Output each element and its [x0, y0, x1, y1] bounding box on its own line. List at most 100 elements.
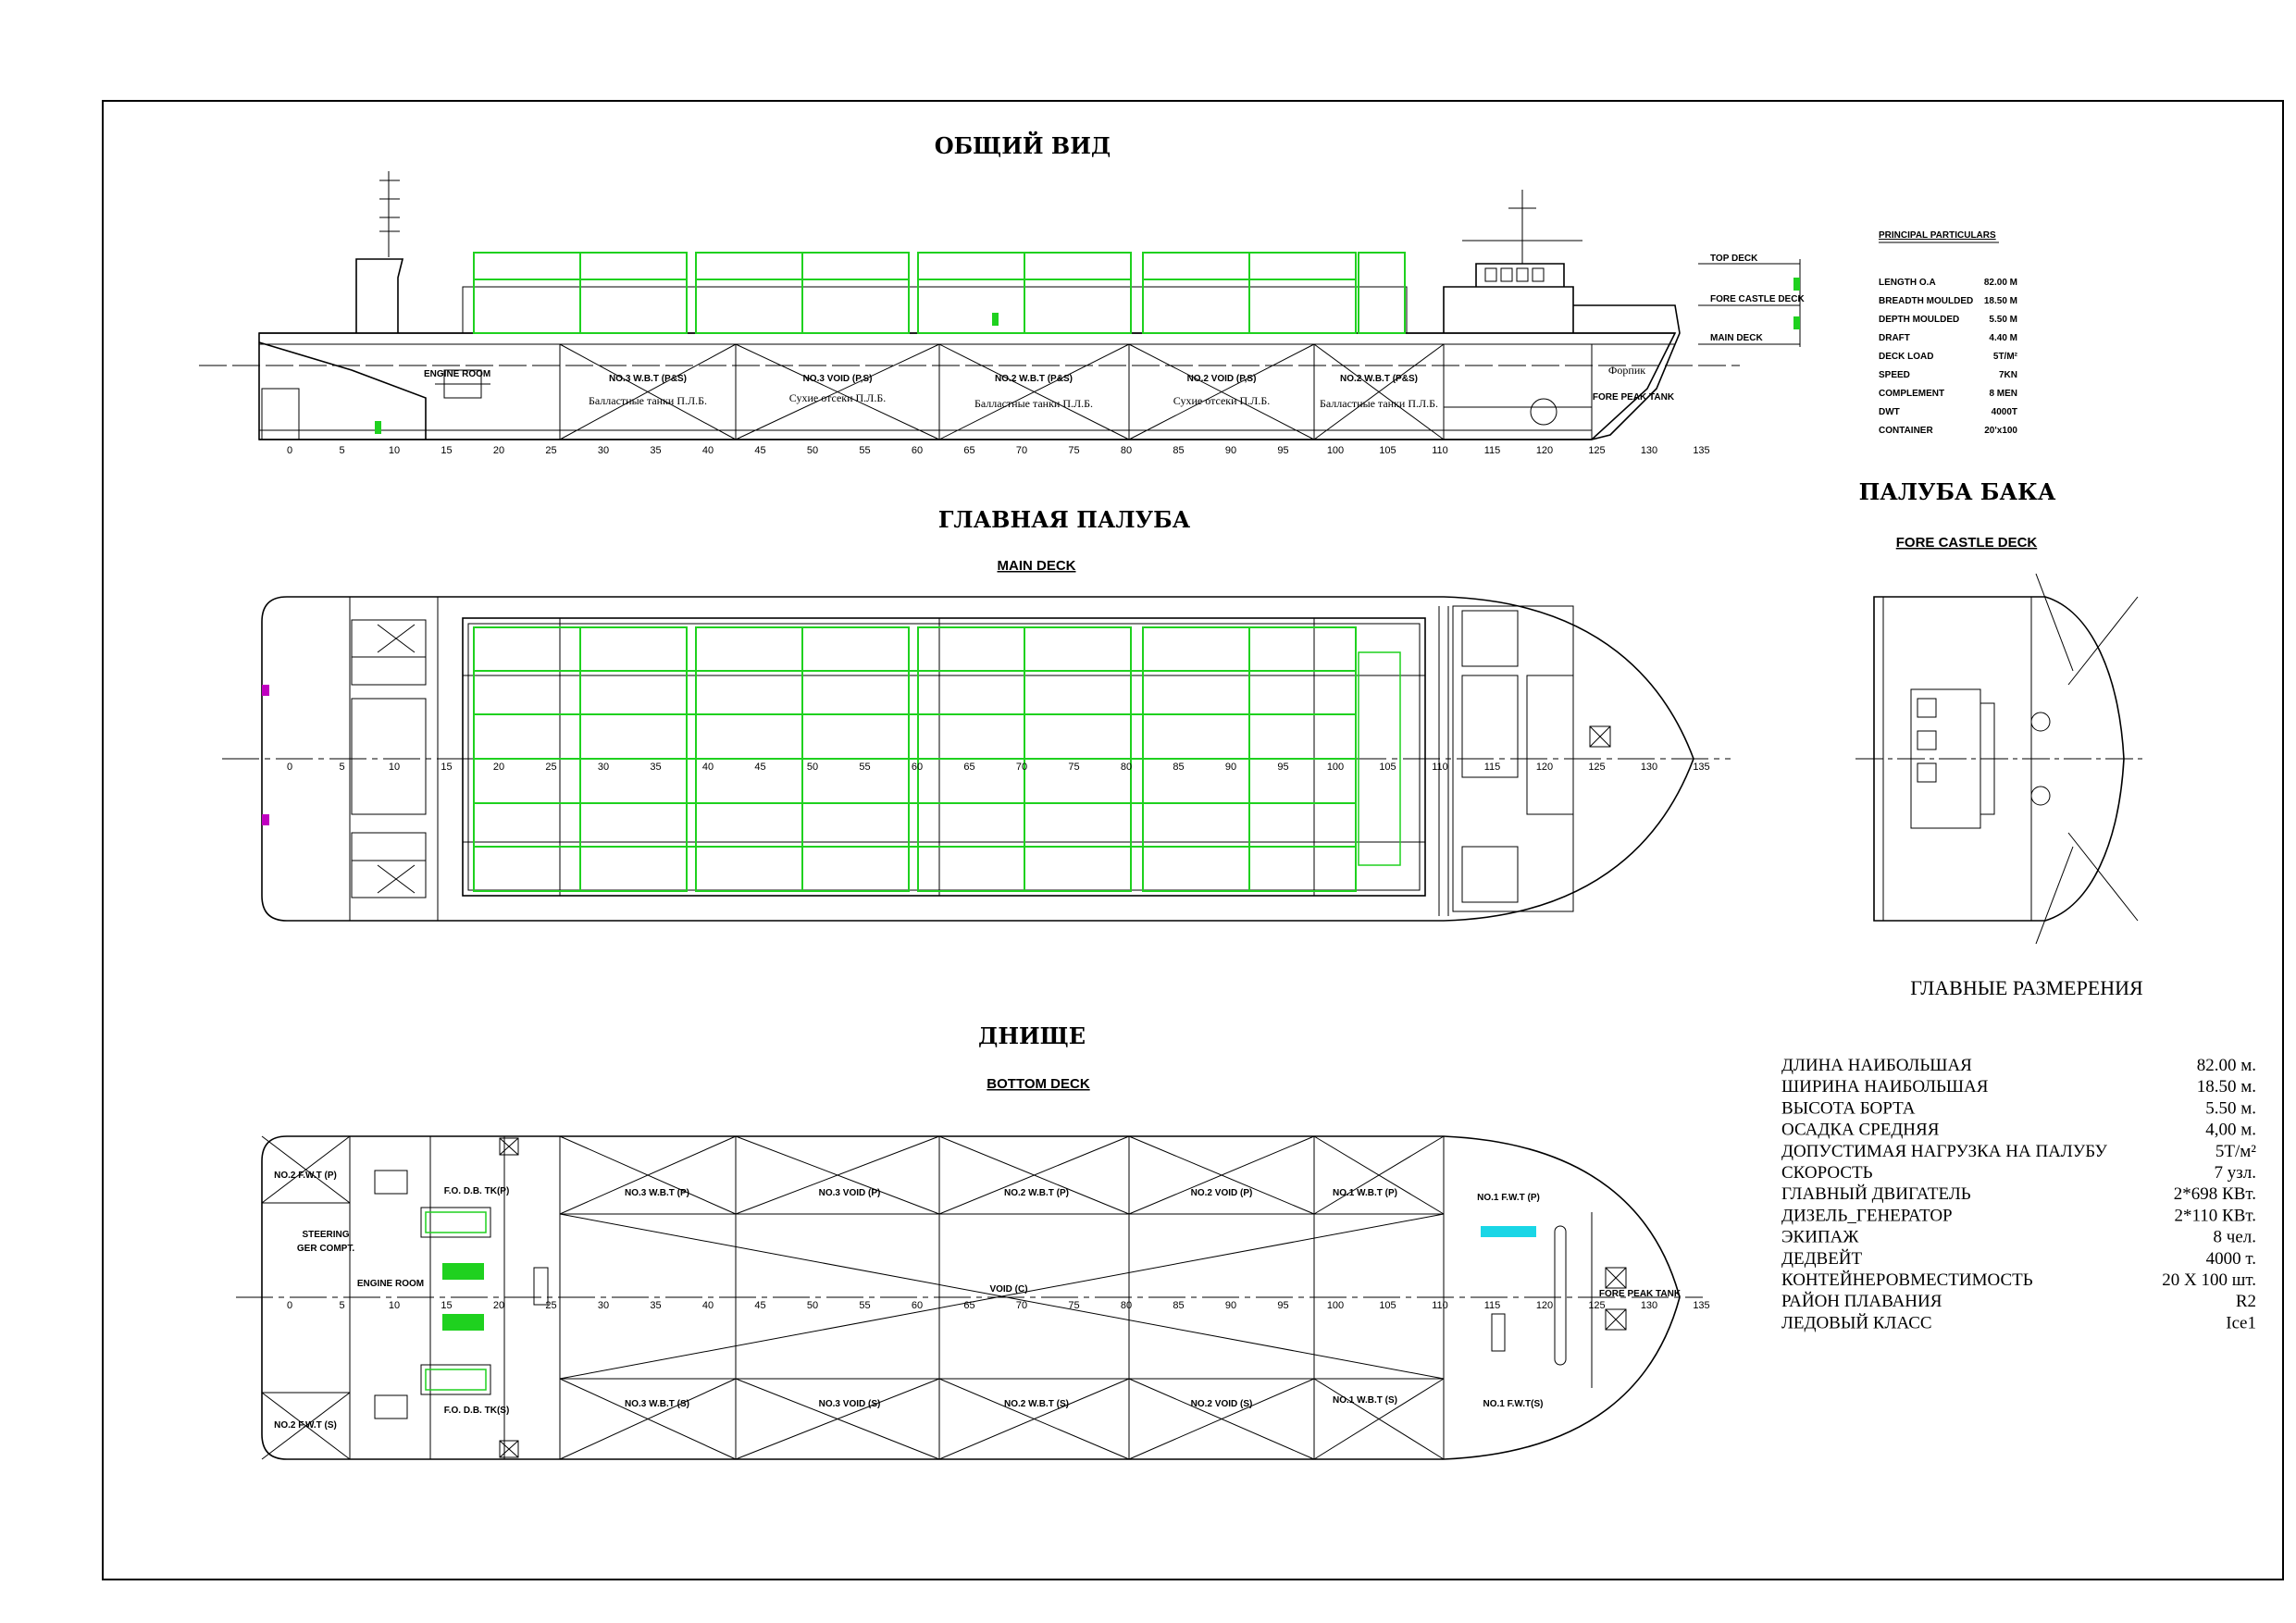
pp-value: 18.50 M: [1984, 296, 2017, 306]
dimension-value: 18.50 м.: [2197, 1077, 2256, 1096]
frame-tick: 45: [754, 1300, 765, 1311]
profile-tank1: NO.3 W.B.T (P&S): [609, 374, 687, 384]
bottom-wbt1s: NO.1 W.B.T (S): [1333, 1395, 1397, 1406]
frame-tick: 0: [287, 762, 292, 773]
frame-tick: 65: [963, 1300, 974, 1311]
frame-tick: 120: [1536, 445, 1553, 456]
bottom-fwt-s: NO.2 F.W.T (S): [274, 1420, 337, 1431]
frame-tick: 85: [1173, 445, 1184, 456]
frame-tick: 85: [1173, 762, 1184, 773]
frame-tick: 25: [545, 445, 556, 456]
frame-tick: 135: [1693, 762, 1709, 773]
dimension-value: 2*110 КВт.: [2174, 1206, 2256, 1225]
frame-tick: 110: [1432, 1300, 1448, 1311]
pp-title: PRINCIPAL PARTICULARS: [1879, 230, 1996, 241]
dimension-label: СКОРОСТЬ: [1781, 1163, 1873, 1183]
frame-tick: 55: [859, 445, 870, 456]
pp-label: DRAFT: [1879, 333, 1910, 343]
profile-forepeak-ru: Форпик: [1608, 364, 1645, 377]
frame-tick: 40: [702, 762, 714, 773]
frame-tick: 95: [1277, 445, 1288, 456]
frame-tick: 70: [1016, 445, 1027, 456]
frame-tick: 15: [441, 445, 452, 456]
profile-tank4: NO.2 VOID (P,S): [1187, 374, 1257, 384]
pp-label: DEPTH MOULDED: [1879, 315, 1959, 325]
bottom-fwt-p: NO.2 F.W.T (P): [274, 1171, 337, 1181]
bottom-wbt2s: NO.2 W.B.T (S): [1004, 1399, 1069, 1409]
frame-tick: 130: [1641, 762, 1657, 773]
pp-value: 82.00 M: [1984, 278, 2017, 288]
bottom-wbt3s: NO.3 W.B.T (S): [625, 1399, 689, 1409]
pp-value: 4000T: [1992, 407, 2017, 417]
dimension-value: 5.50 м.: [2205, 1098, 2256, 1118]
bottom-void3s: NO.3 VOID (S): [819, 1399, 881, 1409]
pp-value: 5.50 M: [1989, 315, 2017, 325]
dimension-label: ДИЗЕЛЬ_ГЕНЕРАТОР: [1781, 1206, 1953, 1225]
bottom-fwt1p: NO.1 F.W.T (P): [1477, 1193, 1540, 1203]
dimension-label: ЭКИПАЖ: [1781, 1228, 1859, 1247]
profile-fore-peak-tank: FORE PEAK TANK: [1593, 392, 1675, 403]
frame-tick: 125: [1588, 762, 1605, 773]
bottom-fwt1s: NO.1 F.W.T(S): [1483, 1399, 1544, 1409]
profile-tank5: NO.2 W.B.T (P&S): [1340, 374, 1418, 384]
pp-value: 4.40 M: [1989, 333, 2017, 343]
frame-tick: 75: [1068, 762, 1079, 773]
bottom-fore-peak-tank: FORE PEAK TANK: [1599, 1289, 1682, 1299]
frame-tick: 105: [1379, 762, 1396, 773]
dimension-value: 20 X 100 шт.: [2162, 1270, 2256, 1290]
frame-tick: 10: [389, 445, 400, 456]
dimension-value: 4,00 м.: [2205, 1121, 2256, 1140]
frame-tick: 120: [1536, 762, 1553, 773]
frame-tick: 60: [912, 762, 923, 773]
dimension-label: ГЛАВНЫЙ ДВИГАТЕЛЬ: [1781, 1184, 1971, 1204]
profile-tank3-ru: Балластные танки П.Л.Б.: [974, 397, 1093, 410]
pp-value: 5T/M²: [1993, 352, 2018, 362]
frame-tick: 115: [1484, 445, 1501, 456]
dimension-label: КОНТЕЙНЕРОВМЕСТИМОСТЬ: [1781, 1270, 2033, 1290]
frame-tick: 100: [1327, 762, 1344, 773]
frame-tick: 135: [1693, 1300, 1709, 1311]
profile-tank3: NO.2 W.B.T (P&S): [995, 374, 1073, 384]
frame-tick: 10: [389, 762, 400, 773]
frame-tick: 50: [807, 445, 818, 456]
profile-engine-room: ENGINE ROOM: [424, 369, 490, 379]
frame-tick: 90: [1225, 1300, 1236, 1311]
frame-tick: 0: [287, 1300, 292, 1311]
frame-tick: 105: [1379, 445, 1396, 456]
bottom-void2p: NO.2 VOID (P): [1191, 1188, 1253, 1198]
frame-tick: 130: [1641, 1300, 1657, 1311]
frame-tick: 80: [1121, 762, 1132, 773]
frame-tick: 55: [859, 762, 870, 773]
frame-tick: 135: [1693, 445, 1709, 456]
forecastle-subtitle: FORE CASTLE DECK: [1896, 535, 2038, 551]
dimension-label: РАЙОН ПЛАВАНИЯ: [1781, 1292, 1942, 1311]
frame-tick: 75: [1068, 445, 1079, 456]
bottom-fo-p: F.O. D.B. TK(P): [444, 1186, 510, 1196]
frame-tick: 70: [1016, 1300, 1027, 1311]
frame-tick: 80: [1121, 1300, 1132, 1311]
frame-tick: 75: [1068, 1300, 1079, 1311]
frame-tick: 30: [598, 762, 609, 773]
dimension-label: ДЕДВЕЙТ: [1781, 1249, 1863, 1269]
frame-tick: 95: [1277, 762, 1288, 773]
bottom-fo-s: F.O. D.B. TK(S): [444, 1406, 510, 1416]
frame-tick: 55: [859, 1300, 870, 1311]
dimension-value: 2*698 КВт.: [2174, 1184, 2256, 1204]
frame-tick: 80: [1121, 445, 1132, 456]
frame-tick: 20: [493, 445, 504, 456]
main-deck-subtitle: MAIN DECK: [998, 558, 1076, 574]
frame-tick: 35: [650, 445, 661, 456]
general-view-title: ОБЩИЙ ВИД: [935, 130, 1111, 159]
dimension-value: 82.00 м.: [2197, 1056, 2256, 1075]
forecastle-title: ПАЛУБА БАКА: [1859, 478, 2056, 505]
frame-tick: 35: [650, 1300, 661, 1311]
pp-label: CONTAINER: [1879, 426, 1933, 436]
pp-label: LENGTH O.A: [1879, 278, 1936, 288]
frame-tick: 60: [912, 445, 923, 456]
profile-tank1-ru: Балластные танки П.Л.Б.: [589, 394, 707, 407]
pp-label: SPEED: [1879, 370, 1910, 380]
